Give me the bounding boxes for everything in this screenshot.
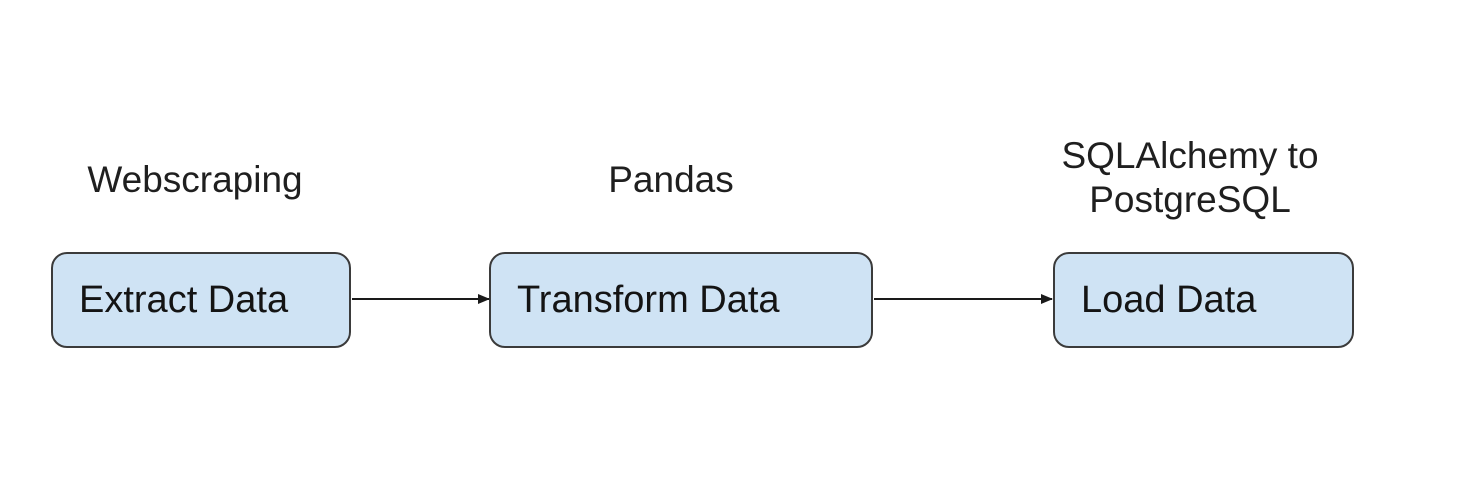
extract-stage-caption: Webscraping bbox=[87, 159, 303, 200]
transform-data-node: Transform Data bbox=[489, 252, 873, 348]
extract-data-node: Extract Data bbox=[51, 252, 351, 348]
transform-data-label: Transform Data bbox=[517, 278, 780, 321]
load-stage-caption: SQLAlchemy to PostgreSQL bbox=[1061, 135, 1319, 220]
load-data-label: Load Data bbox=[1081, 278, 1257, 321]
transform-stage-caption: Pandas bbox=[608, 159, 734, 200]
extract-data-label: Extract Data bbox=[79, 278, 289, 321]
load-data-node: Load Data bbox=[1053, 252, 1354, 348]
